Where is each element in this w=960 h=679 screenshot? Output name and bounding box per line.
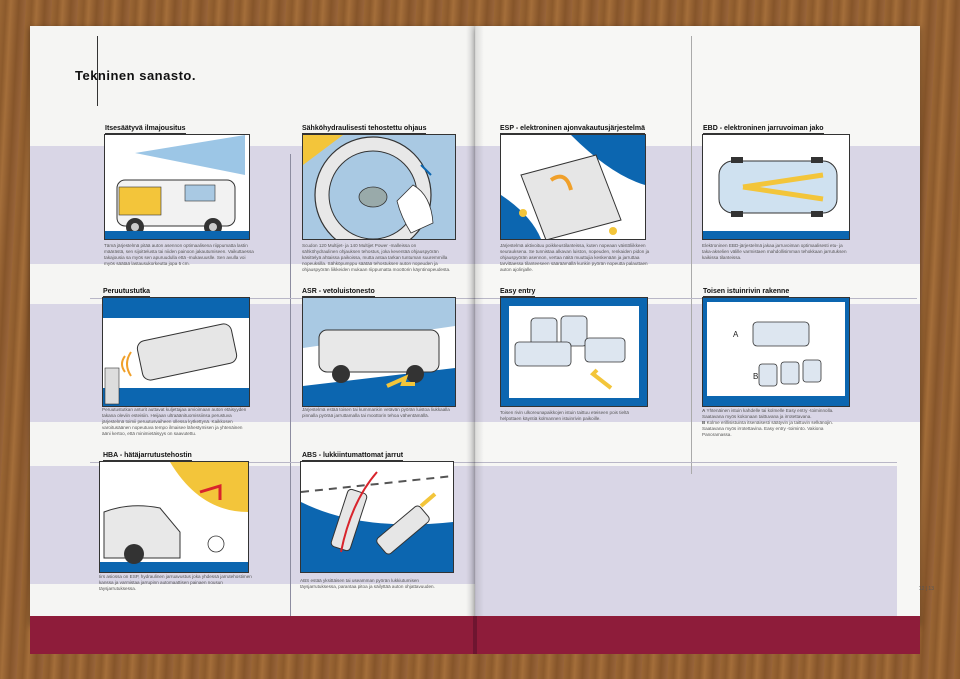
illustration-ebd: [702, 134, 850, 240]
caption-asr: Järjestelmä estää toisen tai kummankin v…: [302, 407, 450, 418]
section-title-itsesaatyva: Itsesäätyvä ilmajousitus: [105, 125, 186, 132]
row-divider-2-left: [90, 462, 475, 463]
seat-label-b: B: [753, 372, 759, 381]
section-title-asr: ASR - vetoluistonesto: [302, 288, 375, 295]
illustration-hba: [99, 461, 249, 573]
caption-easy-entry: Toisen rivin ulkoreunapaikkojen istuin t…: [500, 410, 629, 421]
caption-label-b: B: [702, 420, 706, 425]
section-title-hba: HBA - hätäjarrutustehostin: [103, 452, 192, 459]
illustration-second-row-seats: A B: [702, 297, 850, 407]
caption-abs: ABS estää yksittäisen tai useamman pyörä…: [300, 578, 435, 589]
title-divider: [97, 36, 98, 106]
section-title-second-row: Toisen istuinrivin rakenne: [703, 288, 790, 295]
page-numbers: 12 | 13: [918, 586, 934, 592]
column-divider-left: [290, 154, 291, 620]
section-title-ebd: EBD - elektroninen jarruvoiman jako: [703, 125, 824, 132]
caption-a: Yhtenäinen istuin kahdelle tai kolmelle …: [702, 408, 834, 419]
illustration-air-suspension: [104, 134, 250, 240]
caption-hba: Iirs asiossa on ESP, hydraulinen jarruav…: [99, 574, 252, 591]
section-title-easy-entry: Easy entry: [500, 288, 536, 295]
page-title: Tekninen sanasto.: [75, 68, 196, 83]
illustration-esp: [500, 134, 646, 240]
crimson-cover-edge: [30, 616, 920, 654]
section-title-abs: ABS - lukkiintumattomat jarrut: [302, 452, 404, 459]
section-title-esp: ESP - elektroninen ajonvakautusjärjestel…: [500, 125, 645, 132]
illustration-asr: [302, 297, 456, 407]
caption-label-a: A: [702, 408, 706, 413]
lavender-empty-area: [475, 466, 897, 618]
row-divider-1-right: [475, 298, 917, 299]
section-title-peruutustutka: Peruutustutka: [103, 288, 151, 295]
section-title-steering: Sähköhydraulisesti tehostettu ohjaus: [302, 125, 427, 132]
illustration-easy-entry: [500, 297, 648, 407]
caption-esp: Järjestelmä aktivoituu poikkeustilanteis…: [500, 243, 650, 272]
illustration-parking-radar: [102, 297, 250, 407]
caption-ebd: Elektroninen EBD-järjestelmä jakaa jarru…: [702, 243, 847, 260]
page-gutter: [466, 26, 484, 624]
illustration-steering-wheel: [302, 134, 456, 240]
caption-itsesaatyva: Tämä järjestelmä pitää auton asennon opt…: [104, 243, 254, 266]
illustration-abs: [300, 461, 454, 573]
caption-second-row: A Yhtenäinen istuin kahdelle tai kolmell…: [702, 408, 852, 438]
caption-b: Kolme erillisistuinta itsenäisesti sääty…: [702, 420, 833, 437]
column-divider-right: [691, 36, 692, 474]
caption-peruutustutka: Peruutustutkan anturit auttavat kuljetta…: [102, 407, 247, 436]
row-divider-2-right: [475, 462, 897, 463]
row-divider-1-left: [90, 298, 475, 299]
caption-steering: Scudon 120 Multijet- ja 140 Multijet Pow…: [302, 243, 451, 272]
seat-label-a: A: [733, 330, 739, 339]
